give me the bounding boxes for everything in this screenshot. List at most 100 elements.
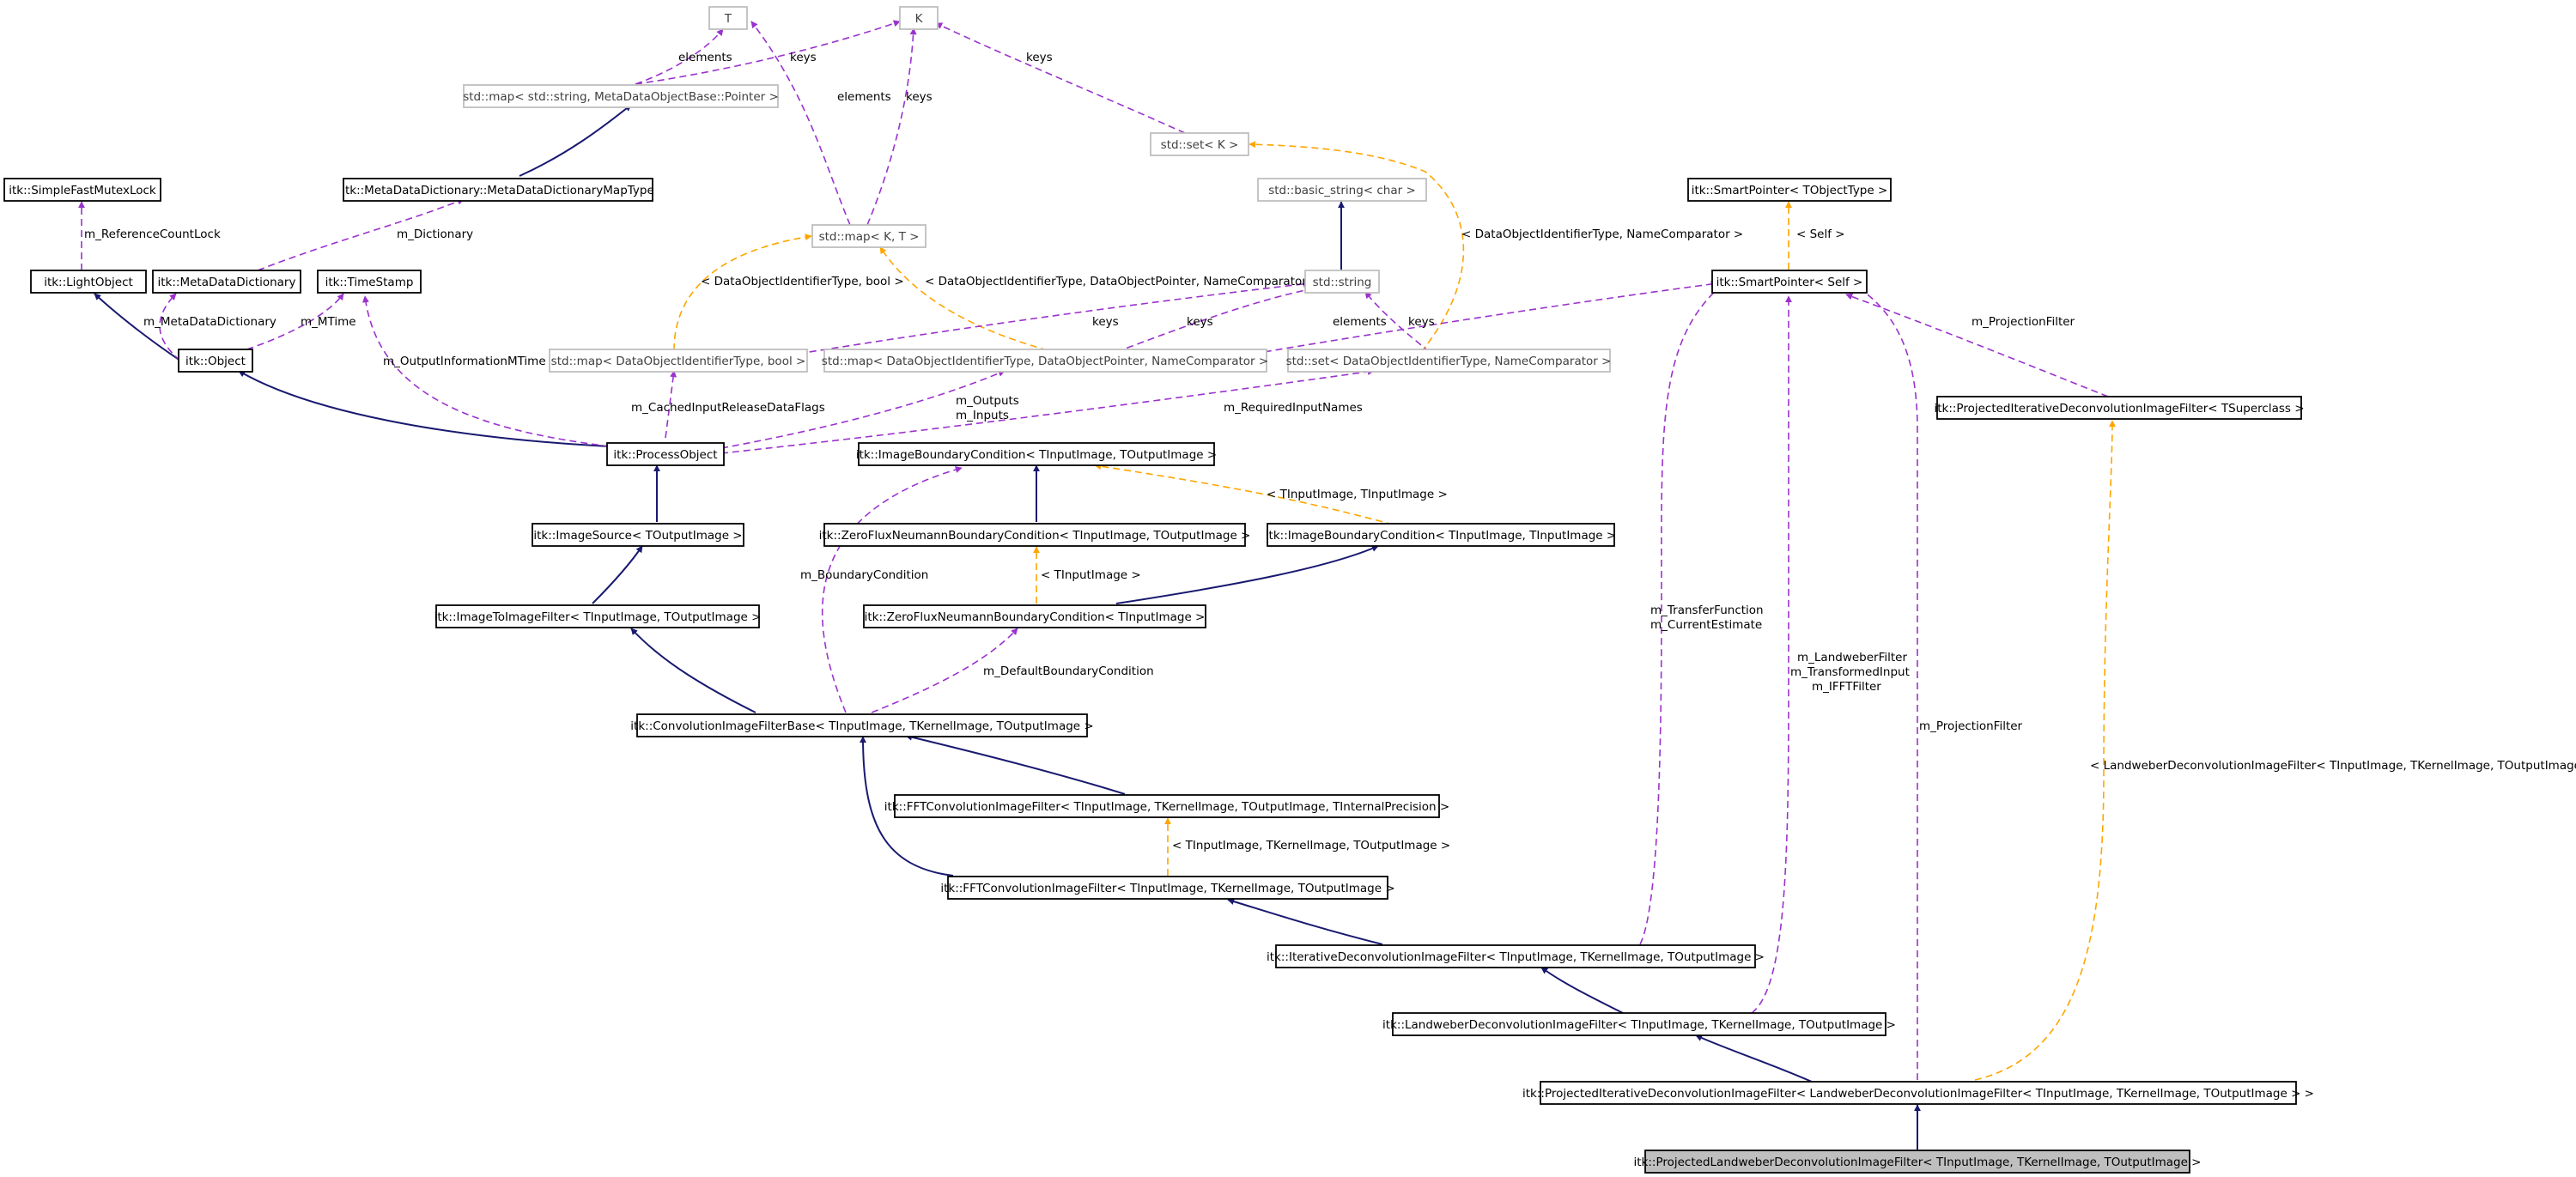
node-label: std::set< K > xyxy=(1161,138,1239,152)
edge-label: keys xyxy=(1408,315,1435,329)
edge-iter-deconv-to-smart-pointer-self xyxy=(1639,286,1721,945)
edge-label: m_RequiredInputNames xyxy=(1224,401,1363,415)
node-iterative-deconvolution[interactable]: itk::IterativeDeconvolutionImageFilter< … xyxy=(1267,944,1765,968)
node-smart-pointer-self[interactable]: itk::SmartPointer< Self > xyxy=(1711,270,1868,294)
node-T[interactable]: T xyxy=(708,6,748,30)
edges xyxy=(78,20,2116,1150)
edge-iter-deconv-to-fft-conv xyxy=(1227,898,1383,945)
node-label: itk::MetaDataDictionary xyxy=(158,276,296,289)
edge-set-k-to-K xyxy=(935,22,1186,134)
node-landweber-deconvolution[interactable]: itk::LandweberDeconvolutionImageFilter< … xyxy=(1382,1012,1896,1036)
node-map-string-pointer[interactable]: std::map< std::string, MetaDataObjectBas… xyxy=(463,84,779,108)
node-light-object[interactable]: itk::LightObject xyxy=(30,270,147,294)
edge-label: elements xyxy=(837,90,891,104)
node-image-to-image-filter[interactable]: itk::ImageToImageFilter< TInputImage, TO… xyxy=(434,604,762,628)
edge-label: m_Inputs xyxy=(956,409,1009,422)
edge-label: < TInputImage > xyxy=(1041,568,1141,582)
node-map-dataobj-bool[interactable]: std::map< DataObjectIdentifierType, bool… xyxy=(549,349,808,373)
edge-process-object-to-set-dataobj xyxy=(720,368,1375,454)
node-label: T xyxy=(724,12,732,26)
edge-label: keys xyxy=(790,51,817,64)
node-process-object[interactable]: itk::ProcessObject xyxy=(606,442,725,466)
edge-label: m_ReferenceCountLock xyxy=(84,228,221,241)
edge-map-kt-to-T xyxy=(750,21,851,226)
node-K[interactable]: K xyxy=(899,6,939,30)
node-label: itk::ProjectedIterativeDeconvolutionImag… xyxy=(1934,402,2304,416)
edge-label: m_Outputs xyxy=(956,394,1019,408)
node-label: itk::ImageBoundaryCondition< TInputImage… xyxy=(856,448,1217,462)
edge-map-kt-to-K xyxy=(866,27,917,226)
edge-label: m_ProjectionFilter xyxy=(1919,719,2023,733)
node-smart-pointer-tobjecttype[interactable]: itk::SmartPointer< TObjectType > xyxy=(1687,178,1892,202)
node-label: itk::ZeroFluxNeumannBoundaryCondition< T… xyxy=(865,610,1206,624)
edge-landweber-to-iter-deconv xyxy=(1540,967,1624,1014)
edge-label: keys xyxy=(1092,315,1119,329)
edge-conv-base-to-image-to-image xyxy=(630,628,756,713)
node-projected-iterative-landweber[interactable]: itk::ProjectedIterativeDeconvolutionImag… xyxy=(1522,1081,2314,1105)
node-fft-convolution[interactable]: itk::FFTConvolutionImageFilter< TInputIm… xyxy=(940,876,1395,900)
node-label: itk::MetaDataDictionary::MetaDataDiction… xyxy=(342,184,654,197)
node-time-stamp[interactable]: itk::TimeStamp xyxy=(317,270,422,294)
edge-map-dataobj-ptr-to-map-kt xyxy=(879,246,1048,351)
node-meta-data-dictionary[interactable]: itk::MetaDataDictionary xyxy=(152,270,301,294)
edge-label: m_Dictionary xyxy=(397,228,473,241)
edge-label: keys xyxy=(906,90,933,104)
node-set-dataobj[interactable]: std::set< DataObjectIdentifierType, Name… xyxy=(1286,349,1612,373)
node-zero-flux-input-output[interactable]: itk::ZeroFluxNeumannBoundaryCondition< T… xyxy=(819,523,1251,547)
edge-map-dataobj-bool-to-std-string xyxy=(798,280,1310,355)
node-convolution-image-filter-base[interactable]: itk::ConvolutionImageFilterBase< TInputI… xyxy=(630,713,1094,737)
node-fft-convolution-precision[interactable]: itk::FFTConvolutionImageFilter< TInputIm… xyxy=(884,794,1449,818)
node-basic-string[interactable]: std::basic_string< char > xyxy=(1257,178,1427,202)
edge-label: < Self > xyxy=(1796,228,1845,241)
edge-label: m_MetaDataDictionary xyxy=(143,315,276,329)
node-label: itk::ProjectedLandweberDeconvolutionImag… xyxy=(1634,1156,2202,1169)
node-label: std::string xyxy=(1313,276,1372,289)
edge-image-to-image-to-image-source xyxy=(592,545,643,604)
node-image-boundary-condition[interactable]: itk::ImageBoundaryCondition< TInputImage… xyxy=(856,442,1217,466)
node-mdd-map-type[interactable]: itk::MetaDataDictionary::MetaDataDiction… xyxy=(342,178,654,202)
edge-map-string-pointer-to-K xyxy=(635,20,901,85)
edge-mdd-map-type-to-map-string-pointer xyxy=(519,104,632,177)
node-map-K-T[interactable]: std::map< K, T > xyxy=(811,224,927,248)
node-image-boundary-input-input[interactable]: itk::ImageBoundaryCondition< TInputImage… xyxy=(1266,523,1616,547)
edge-label: m_TransformedInput xyxy=(1790,665,1910,679)
edge-zero-flux-i-to-image-boundary-ii xyxy=(1115,545,1379,604)
node-simple-fast-mutex-lock[interactable]: itk::SimpleFastMutexLock xyxy=(3,178,161,202)
node-set-K[interactable]: std::set< K > xyxy=(1150,132,1249,156)
node-label: std::map< K, T > xyxy=(819,230,920,244)
edge-projected-iter-tsuper-to-smart-pointer-self xyxy=(1845,293,2109,397)
node-label: itk::ConvolutionImageFilterBase< TInputI… xyxy=(630,719,1093,733)
edge-process-object-to-object xyxy=(238,370,611,447)
edge-meta-data-dictionary-to-mdd-map-type xyxy=(257,197,465,271)
edge-label: m_TransferFunction xyxy=(1650,604,1764,617)
edge-set-dataobj-to-std-string xyxy=(1364,291,1431,353)
node-label: itk::IterativeDeconvolutionImageFilter< … xyxy=(1267,950,1765,964)
node-label: itk::SimpleFastMutexLock xyxy=(9,184,156,197)
edge-object-to-light-object xyxy=(94,293,181,361)
node-zero-flux-input[interactable]: itk::ZeroFluxNeumannBoundaryCondition< T… xyxy=(863,604,1206,628)
node-label: itk::FFTConvolutionImageFilter< TInputIm… xyxy=(940,882,1394,895)
node-image-source[interactable]: itk::ImageSource< TOutputImage > xyxy=(532,523,744,547)
node-label: itk::ImageBoundaryCondition< TInputImage… xyxy=(1266,529,1616,543)
node-label: itk::ImageToImageFilter< TInputImage, TO… xyxy=(434,610,762,624)
edge-label: m_ProjectionFilter xyxy=(1971,315,2075,329)
edge-object-to-meta-data-dictionary xyxy=(159,293,181,361)
node-projected-iterative-tsuperclass[interactable]: itk::ProjectedIterativeDeconvolutionImag… xyxy=(1934,396,2305,420)
edge-label: < DataObjectIdentifierType, DataObjectPo… xyxy=(925,275,1320,288)
edge-projected-iter-landweber-to-projected-iter-tsuper xyxy=(1974,420,2116,1081)
node-map-dataobj-ptr[interactable]: std::map< DataObjectIdentifierType, Data… xyxy=(822,349,1268,373)
edge-process-object-to-time-stamp xyxy=(361,295,611,447)
node-label: std::map< DataObjectIdentifierType, bool… xyxy=(551,355,806,368)
node-std-string[interactable]: std::string xyxy=(1304,270,1380,294)
edge-process-object-to-map-dataobj-bool xyxy=(665,370,677,439)
edge-label: m_DefaultBoundaryCondition xyxy=(983,664,1154,678)
node-object[interactable]: itk::Object xyxy=(178,349,253,373)
node-label: itk::TimeStamp xyxy=(325,276,414,289)
edge-fft-conv-to-conv-base xyxy=(860,736,954,877)
edge-label: m_MTime xyxy=(301,315,356,329)
edge-label: m_CurrentEstimate xyxy=(1650,618,1762,632)
edge-label: < TInputImage, TKernelImage, TOutputImag… xyxy=(1172,839,1450,852)
node-projected-landweber-deconvolution[interactable]: itk::ProjectedLandweberDeconvolutionImag… xyxy=(1634,1150,2202,1174)
edge-label: keys xyxy=(1187,315,1213,329)
edge-image-boundary-ii-to-image-boundary xyxy=(1094,463,1426,535)
